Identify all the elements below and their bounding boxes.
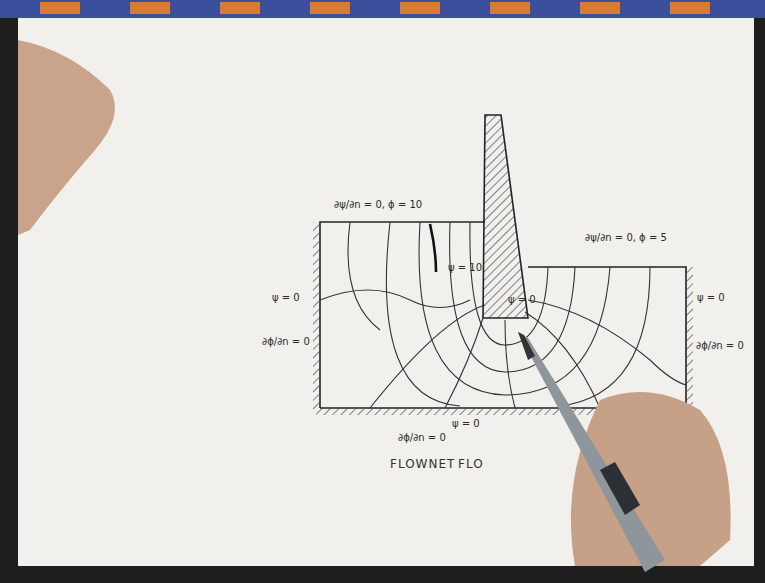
stream-value: ψ = 0 bbox=[272, 292, 300, 303]
sheet-pile bbox=[483, 115, 528, 318]
top-strip bbox=[0, 0, 765, 18]
stream-value: ψ = 0 bbox=[452, 418, 480, 429]
pen bbox=[518, 332, 665, 572]
pen-grip bbox=[600, 462, 640, 515]
boundary-condition: ∂ϕ/∂n = 0 bbox=[696, 340, 744, 351]
stream-value: ψ = 10 bbox=[448, 262, 482, 273]
boundary-condition: ∂ϕ/∂n = 0 bbox=[262, 336, 310, 347]
boundary-condition: ∂ψ/∂n = 0, ϕ = 10 bbox=[334, 199, 422, 210]
equipotential-lines bbox=[320, 290, 686, 408]
paper-sheet bbox=[18, 16, 754, 566]
marked-line bbox=[430, 224, 436, 272]
boundary-condition: ∂ϕ/∂n = 0 bbox=[398, 432, 446, 443]
boundary-condition: ∂ψ/∂n = 0, ϕ = 5 bbox=[585, 232, 667, 243]
figure-title: FLO bbox=[458, 458, 484, 471]
pen-tip bbox=[518, 332, 535, 360]
flow-lines bbox=[348, 222, 650, 406]
stream-value: ψ = 0 bbox=[508, 294, 536, 305]
boundary-hatch bbox=[313, 222, 319, 412]
hand bbox=[18, 40, 115, 235]
strip-pattern bbox=[40, 2, 710, 14]
figure-title: FLOWNET bbox=[390, 458, 455, 471]
stream-value: ψ = 0 bbox=[697, 292, 725, 303]
boundary-hatch bbox=[687, 267, 693, 412]
